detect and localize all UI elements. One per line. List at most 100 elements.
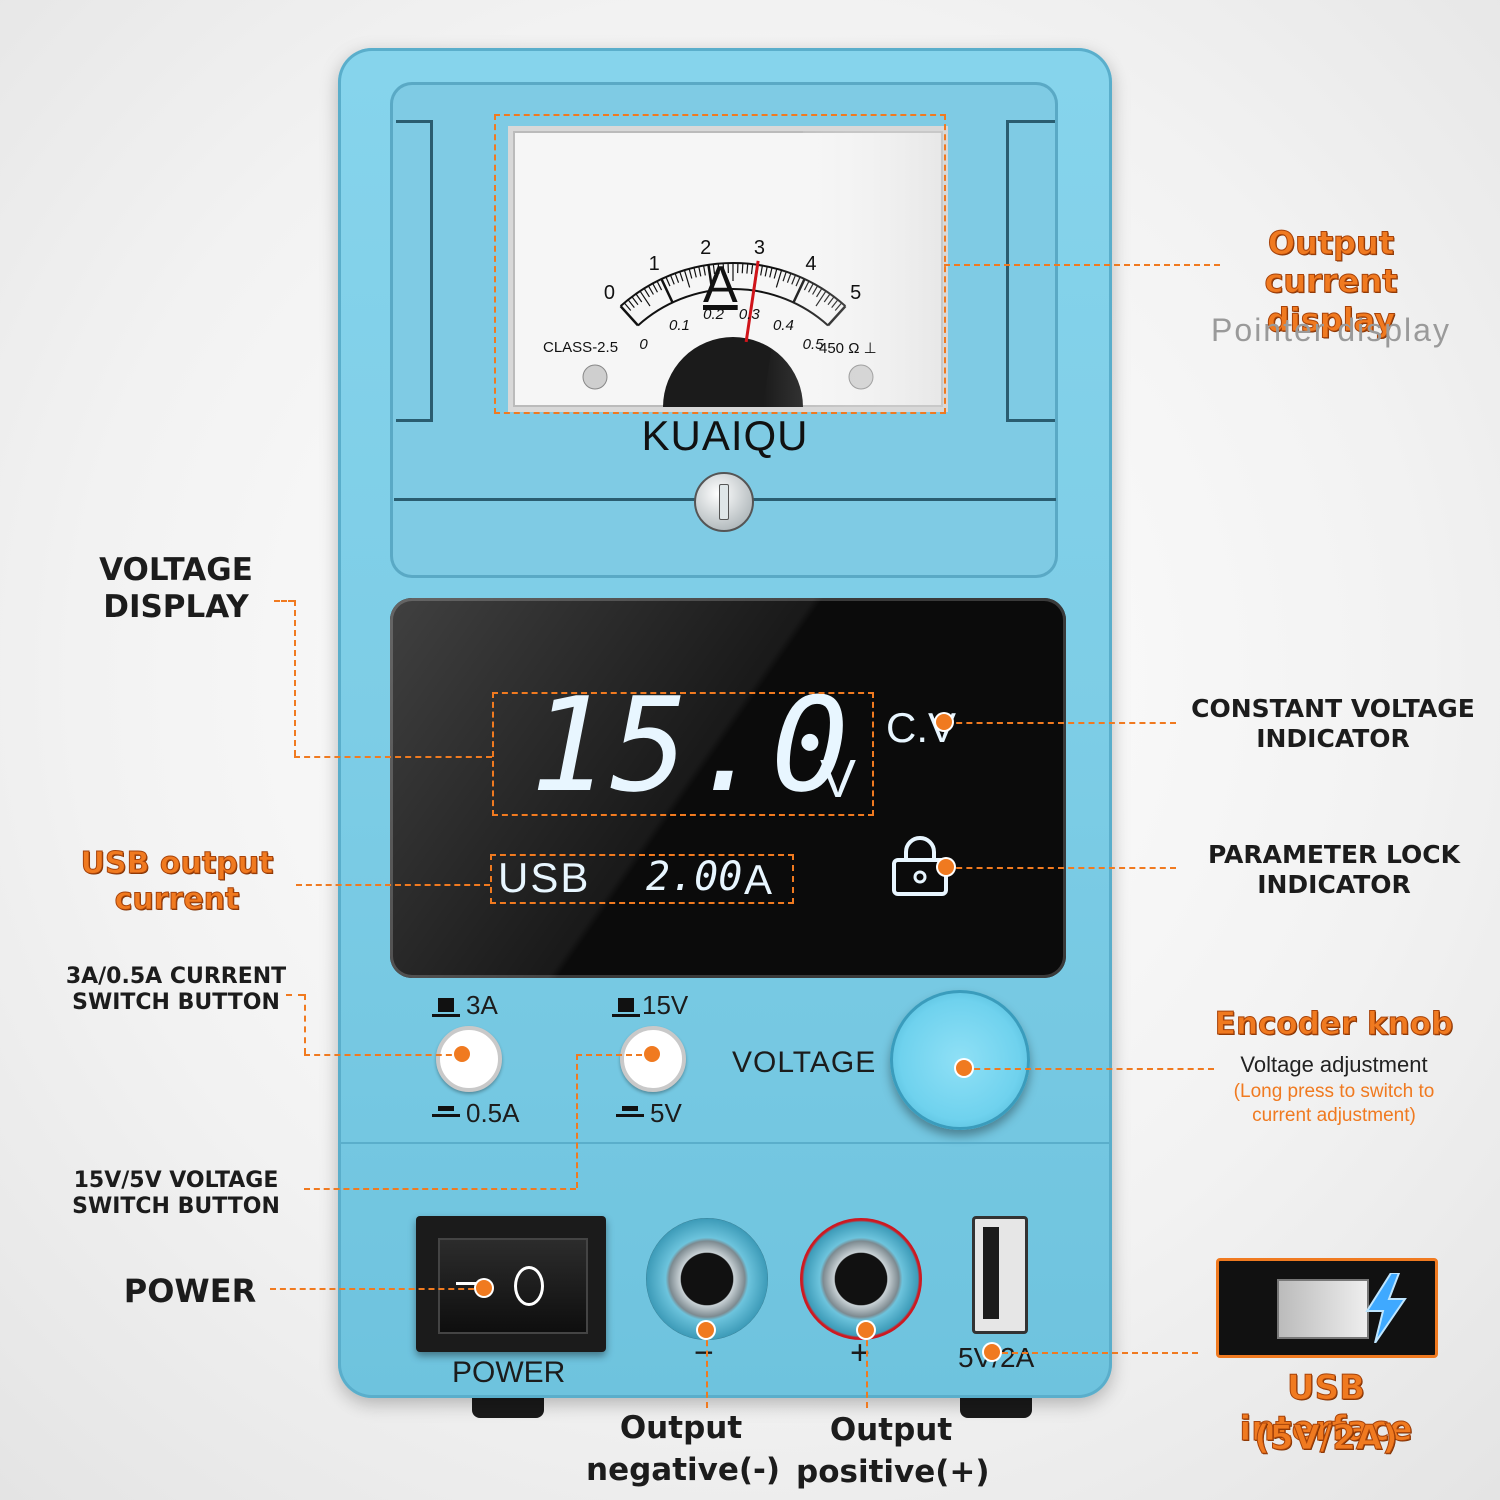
scale-top-0: 0: [603, 282, 615, 305]
leader-usb-port: [992, 1352, 1198, 1354]
lcd-display: 15.0 V C.V USB 2.00 A: [390, 598, 1066, 978]
scale-tick: [627, 299, 635, 308]
leader-current-switch-v: [304, 994, 306, 1054]
power-label: POWER: [452, 1356, 566, 1389]
power-on-mark-icon: [456, 1282, 486, 1285]
scale-top-4: 4: [805, 252, 817, 275]
current-switch-bottom-label: 0.5A: [466, 1098, 520, 1128]
voltage-switch-top-label: 15V: [642, 990, 689, 1020]
callout-cv-indicator: CONSTANT VOLTAGE INDICATOR: [1191, 694, 1475, 753]
scale-tick: [619, 305, 639, 327]
scale-tick: [775, 269, 783, 288]
usb-inset-port-icon: [1277, 1279, 1369, 1339]
callout-voltage-display: VOLTAGE DISPLAY: [99, 552, 253, 626]
scale-tick: [660, 278, 674, 304]
scale-top-2: 2: [700, 236, 712, 259]
callout-output-current-title: Output current display: [1264, 223, 1398, 339]
zero-adjust-screw[interactable]: [694, 472, 754, 532]
power-off-mark-icon: [514, 1266, 544, 1306]
scale-tick: [703, 265, 706, 276]
callout-encoder-title: Encoder knob: [1214, 1005, 1454, 1042]
voltage-unit: V: [820, 749, 857, 809]
scale-top-3: 3: [753, 236, 765, 259]
scale-tick: [741, 263, 744, 274]
ammeter-unit: A: [703, 256, 738, 314]
ammeter-class: CLASS-2.5: [543, 339, 619, 356]
scale-tick: [717, 263, 720, 274]
scale-tick: [631, 296, 639, 306]
ammeter-needle: [744, 260, 760, 343]
callout-encoder-sub: Voltage adjustment: [1240, 1052, 1428, 1077]
lower-panel-divider: [340, 1142, 1110, 1144]
callout-voltage-switch: 15V/5V VOLTAGE SWITCH BUTTON: [72, 1168, 280, 1220]
negative-dot: [698, 1322, 714, 1338]
ammeter-resistance: 450 Ω ⊥: [819, 340, 877, 357]
scale-tick: [669, 274, 675, 285]
leader-positive: [866, 1330, 868, 1408]
callout-output-negative: Output negative(-): [586, 1410, 781, 1488]
usb-port-dot: [984, 1344, 1000, 1360]
usb-current-highlight-box: [490, 854, 794, 904]
scale-bottom-0: 0: [639, 336, 648, 354]
positive-sign: +: [850, 1334, 870, 1372]
current-switch-top-label: 3A: [466, 990, 498, 1020]
scale-bottom-1: 0.1: [669, 316, 690, 334]
leader-encoder: [964, 1068, 1214, 1070]
leader-power: [270, 1288, 484, 1290]
leader-cv: [946, 722, 1176, 724]
scale-bottom-3: 0.3: [738, 306, 760, 324]
cv-dot: [936, 714, 952, 730]
scale-tick: [746, 263, 749, 274]
scale-tick: [656, 280, 663, 291]
scale-tick: [665, 276, 671, 287]
ammeter-scale: [582, 131, 943, 407]
lock-icon: [892, 836, 948, 896]
scale-top-5: 5: [850, 282, 862, 305]
power-dot: [476, 1280, 492, 1296]
scale-tick: [683, 269, 691, 288]
meter-glass-glare: [763, 131, 943, 407]
usb-label: USB: [498, 854, 591, 901]
scale-tick: [679, 271, 684, 282]
scale-tick: [698, 266, 702, 277]
voltage-readout: 15.0: [530, 669, 852, 821]
leader-voltage-display-h2: [294, 756, 492, 758]
scale-tick: [760, 265, 763, 276]
usb-port[interactable]: [972, 1216, 1028, 1334]
voltage-switch-dot: [644, 1046, 660, 1062]
scale-top-1: 1: [648, 252, 660, 275]
lightning-icon: [1365, 1273, 1407, 1343]
usb-port-tongue: [983, 1227, 999, 1319]
callout-current-switch: 3A/0.5A CURRENT SWITCH BUTTON: [65, 964, 287, 1016]
scale-bottom-2: 0.2: [703, 306, 725, 324]
callout-usb-interface-title: USB interface: [1239, 1368, 1413, 1450]
leader-output-current: [944, 264, 1220, 266]
callout-usb-interface-sub: (5V/2A): [1254, 1418, 1398, 1459]
scale-tick: [635, 293, 643, 303]
callout-power: POWER: [123, 1272, 257, 1310]
meter-bracket-right: [1006, 120, 1055, 422]
leader-voltage-switch-v: [576, 1054, 578, 1188]
scale-tick: [693, 267, 697, 278]
lcd-glare: [390, 598, 1066, 978]
power-rocker: [438, 1238, 588, 1334]
power-switch[interactable]: [416, 1216, 606, 1352]
callout-usb-output-current: USB output current: [80, 846, 274, 918]
scale-tick: [769, 267, 773, 278]
current-switch-button[interactable]: [436, 1026, 502, 1092]
scale-tick: [707, 264, 714, 291]
callout-output-positive: Output positive(+): [796, 1412, 990, 1490]
scale-tick: [750, 264, 754, 275]
scale-tick: [722, 263, 725, 274]
scale-bottom-5: 0.5: [802, 336, 824, 354]
voltage-switch-bottom-label: 5V: [650, 1098, 682, 1128]
brand-name: KUAIQU: [641, 412, 809, 459]
scale-tick: [764, 266, 768, 277]
current-switch-bottom-icon: [432, 1106, 460, 1117]
negative-terminal[interactable]: [646, 1218, 768, 1340]
scale-tick: [773, 268, 778, 279]
current-switch-dot: [454, 1046, 470, 1062]
positive-terminal[interactable]: [800, 1218, 922, 1340]
encoder-dot: [956, 1060, 972, 1076]
ammeter-scale-top-labels: 0 1 2 3 4 5 0 0.1 0.2 0.3 0.4 0.5: [513, 131, 943, 407]
